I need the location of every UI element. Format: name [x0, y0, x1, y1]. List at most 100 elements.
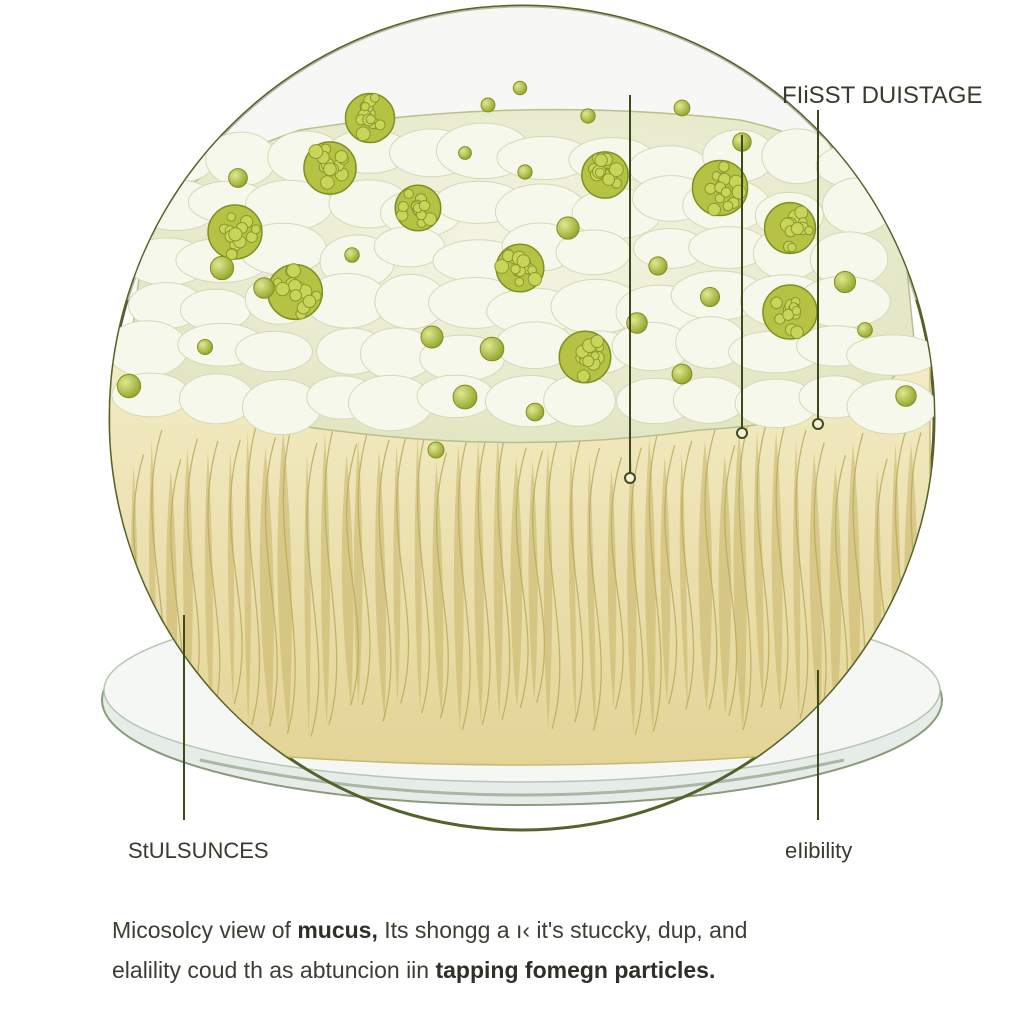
particle-granule — [790, 221, 804, 236]
strand-gap — [204, 450, 213, 723]
strand-gap — [644, 436, 656, 732]
particle-granule — [791, 306, 802, 316]
droplet — [699, 286, 721, 308]
droplet — [517, 164, 533, 180]
particle-granule — [275, 281, 290, 297]
particle-granule — [527, 272, 543, 287]
mucus-strand — [229, 439, 243, 704]
particle-granule — [594, 153, 608, 168]
caption-line1-post: Its shongg a ı‹ it's stuccky, dup, and — [377, 917, 748, 943]
strand-gap — [432, 462, 444, 719]
strand-gap — [753, 430, 764, 708]
mucus-strand — [435, 452, 449, 719]
strand-gap — [718, 455, 732, 716]
strand-gap — [393, 444, 401, 704]
particle-granule — [608, 162, 624, 178]
foreign-particle-cluster — [581, 151, 629, 199]
mucus-strand — [396, 433, 410, 704]
particle-granule — [720, 186, 732, 198]
particle-granule — [704, 182, 717, 195]
mucus-lump — [143, 137, 216, 183]
foreign-particle-cluster — [494, 243, 545, 293]
foreign-particle-cluster — [344, 92, 396, 144]
caption-line2-pre: elalility coud th as abtuncion iin — [112, 957, 436, 983]
particle-granule — [403, 188, 414, 200]
particle-granule — [576, 369, 591, 383]
mucus-strand — [570, 437, 584, 723]
droplet — [673, 99, 691, 117]
strand-gap — [510, 457, 523, 709]
droplet — [648, 256, 668, 276]
particle-granule — [250, 224, 261, 235]
strand-gap — [353, 439, 363, 705]
strand-gap — [320, 432, 330, 726]
strand-gap — [627, 457, 637, 735]
particle-granule — [374, 119, 386, 131]
leader-lines — [183, 95, 824, 820]
foreign-particle-cluster — [394, 184, 442, 232]
foreign-particle-cluster — [266, 263, 324, 321]
particle-granule — [225, 248, 238, 261]
droplet — [626, 312, 648, 334]
mucus-strand — [207, 440, 221, 723]
mucus-strands — [110, 348, 931, 766]
foreign-particles — [116, 80, 917, 459]
particle-granule — [790, 325, 804, 340]
mucus-strand — [417, 424, 431, 714]
mucus-strand — [515, 447, 529, 709]
strand-gap — [375, 449, 387, 722]
particle-granule — [418, 199, 431, 212]
mucus-strand — [346, 443, 360, 706]
strand-gap — [847, 443, 861, 721]
mucus-strand — [775, 420, 789, 710]
particle-granule — [355, 126, 371, 142]
caption-line-1: Micosolcy view of mucus, Its shongg a ı‹… — [112, 910, 952, 950]
mucus-lump — [235, 330, 313, 373]
strand-gap — [771, 430, 783, 710]
particle-granule — [722, 200, 734, 212]
mucus-strand — [247, 419, 261, 725]
caption: Micosolcy view of mucus, Its shongg a ı‹… — [112, 910, 952, 990]
strand-gap — [414, 434, 422, 714]
caption-line1-pre: Micosolcy view of — [112, 917, 298, 943]
droplet — [556, 216, 580, 240]
particle-granule — [770, 296, 783, 310]
particle-granule — [323, 162, 337, 177]
label-first-stage: FIiSST DUISTAGE — [782, 82, 983, 109]
mucus-strand — [704, 429, 718, 710]
strand-gap — [809, 452, 822, 729]
strand-gap — [304, 452, 311, 737]
droplet — [525, 402, 545, 422]
droplet — [512, 80, 528, 96]
foreign-particle-cluster — [303, 141, 357, 195]
mucus-lump — [846, 334, 934, 376]
particle-granule — [369, 93, 380, 103]
droplet — [420, 325, 444, 349]
droplet — [458, 146, 472, 160]
caption-line-2: elalility coud th as abtuncion iin tappi… — [112, 950, 952, 990]
foreign-particle-cluster — [691, 159, 749, 217]
particle-granule — [516, 254, 531, 268]
strand-gap — [528, 460, 538, 703]
droplet — [480, 97, 496, 113]
label-substances: StULSUNCES — [128, 838, 269, 863]
particle-granule — [731, 184, 747, 200]
particle-granule — [360, 101, 370, 112]
strand-gap — [182, 448, 193, 707]
droplet — [209, 255, 235, 281]
particle-granule — [804, 225, 814, 236]
particle-granule — [582, 355, 595, 368]
caption-line1-bold: mucus, — [297, 917, 378, 943]
particle-granule — [594, 167, 605, 178]
mucus-strand — [186, 438, 200, 707]
particle-granule — [302, 294, 317, 309]
mucus-strand — [547, 437, 561, 730]
mucus-strand — [630, 447, 644, 735]
label-flexibility: eIibility — [785, 838, 853, 863]
particle-granule — [365, 114, 376, 125]
mucus-strand — [477, 430, 491, 725]
mucus-strand — [378, 439, 392, 722]
droplet — [857, 322, 873, 338]
particle-granule — [510, 264, 521, 275]
